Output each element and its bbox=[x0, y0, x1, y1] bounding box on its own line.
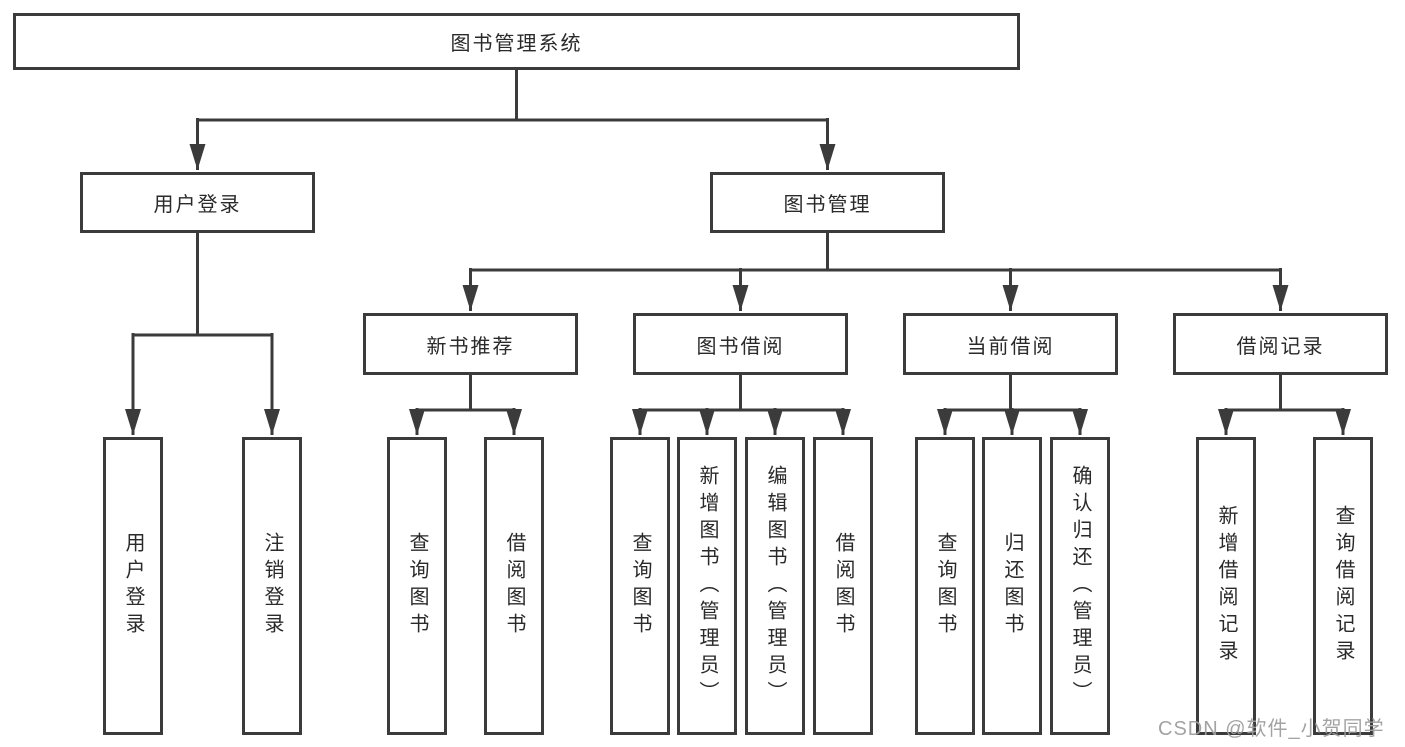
leaf-add-book-admin-label: 新增图书（管理员） bbox=[696, 464, 718, 708]
connector-current-borrow-trunk bbox=[945, 375, 1080, 412]
leaf-confirm-return-admin-label: 确认归还（管理员） bbox=[1069, 464, 1091, 708]
leaf-query-borrow-record-label: 查询借阅记录 bbox=[1332, 505, 1354, 667]
leaf-logout-label: 注销登录 bbox=[261, 532, 283, 640]
connector-book-borrow-trunk bbox=[640, 375, 843, 412]
leaf-borrow-books-1: 借阅图书 bbox=[484, 437, 544, 735]
leaf-add-borrow-record: 新增借阅记录 bbox=[1196, 437, 1256, 735]
node-user-login: 用户登录 bbox=[80, 172, 315, 233]
leaf-query-books-1-label: 查询图书 bbox=[406, 532, 428, 640]
leaf-borrow-books-2-label: 借阅图书 bbox=[832, 532, 854, 640]
node-book-management: 图书管理 bbox=[710, 172, 945, 233]
leaf-query-books-2: 查询图书 bbox=[610, 437, 670, 735]
leaf-borrow-books-2: 借阅图书 bbox=[813, 437, 873, 735]
connector-book-management-trunk bbox=[470, 233, 1281, 272]
node-user-login-label: 用户登录 bbox=[153, 194, 242, 216]
node-book-borrow: 图书借阅 bbox=[633, 313, 848, 375]
leaf-query-books-2-label: 查询图书 bbox=[629, 532, 651, 640]
leaf-edit-book-admin: 编辑图书（管理员） bbox=[745, 437, 805, 735]
node-new-book-recommend: 新书推荐 bbox=[363, 313, 578, 375]
leaf-add-book-admin: 新增图书（管理员） bbox=[677, 437, 737, 735]
node-book-borrow-label: 图书借阅 bbox=[696, 335, 785, 358]
connector-user-login-trunk bbox=[133, 233, 272, 337]
connector-new-book-recommend-trunk bbox=[417, 375, 514, 412]
connector-root-trunk bbox=[197, 70, 828, 122]
leaf-logout: 注销登录 bbox=[242, 437, 302, 735]
leaf-confirm-return-admin: 确认归还（管理员） bbox=[1050, 437, 1110, 735]
leaf-query-borrow-record: 查询借阅记录 bbox=[1313, 437, 1373, 735]
node-borrow-records-label: 借阅记录 bbox=[1236, 335, 1325, 358]
leaf-query-books-1: 查询图书 bbox=[387, 437, 447, 735]
connector-borrow-records-trunk bbox=[1226, 375, 1343, 412]
node-current-borrow: 当前借阅 bbox=[903, 313, 1118, 375]
node-current-borrow-label: 当前借阅 bbox=[966, 335, 1055, 358]
watermark: CSDN @软件_小贺同学 bbox=[1158, 718, 1385, 740]
leaf-user-login: 用户登录 bbox=[103, 437, 163, 735]
node-root-system: 图书管理系统 bbox=[13, 13, 1020, 70]
node-new-book-recommend-label: 新书推荐 bbox=[426, 335, 515, 358]
node-borrow-records: 借阅记录 bbox=[1173, 313, 1388, 375]
leaf-return-book-label: 归还图书 bbox=[1001, 532, 1023, 640]
leaf-return-book: 归还图书 bbox=[982, 437, 1042, 735]
leaf-borrow-books-1-label: 借阅图书 bbox=[503, 532, 525, 640]
leaf-edit-book-admin-label: 编辑图书（管理员） bbox=[764, 464, 786, 708]
leaf-query-books-3: 查询图书 bbox=[915, 437, 975, 735]
leaf-user-login-label: 用户登录 bbox=[122, 532, 144, 640]
leaf-add-borrow-record-label: 新增借阅记录 bbox=[1215, 505, 1237, 667]
node-root-system-label: 图书管理系统 bbox=[450, 33, 583, 55]
node-book-management-label: 图书管理 bbox=[783, 194, 872, 216]
leaf-query-books-3-label: 查询图书 bbox=[934, 532, 956, 640]
